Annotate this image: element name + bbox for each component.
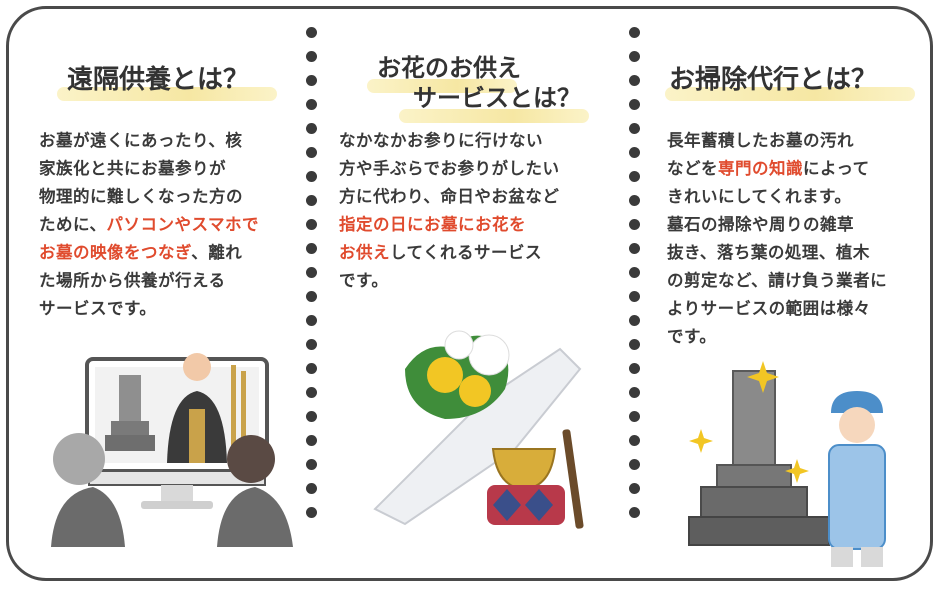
body-line: 方に代わり、命日やお盆など xyxy=(339,187,560,206)
body-line: サービスです。 xyxy=(39,299,157,318)
section-title: お掃除代行とは？ xyxy=(669,65,878,95)
body-line: よりサービスの範囲は様々 xyxy=(667,299,871,318)
flower-illustration xyxy=(373,330,584,529)
family-icon xyxy=(51,433,293,547)
highlight-text: 指定の日にお墓にお花を xyxy=(339,215,526,234)
column-divider xyxy=(628,27,642,531)
highlight-text: 専門の知識 xyxy=(718,159,803,178)
section-title: 遠隔供養とは？ xyxy=(67,65,250,95)
section-body: 長年蓄積したお墓の汚れ などを専門の知識によって きれいにしてくれます。 墓石の… xyxy=(667,127,929,351)
column-divider xyxy=(305,27,319,531)
section-body: なかなかお参りに行けない 方や手ぶらでお参りがしたい 方に代わり、命日やお盆など… xyxy=(339,127,629,295)
body-line: 墓石の掃除や周りの雑草 xyxy=(667,215,854,234)
body-line: お供えしてくれるサービス xyxy=(339,243,543,262)
body-line: た場所から供養が行える xyxy=(39,271,226,290)
body-line: 長年蓄積したお墓の汚れ xyxy=(667,131,854,150)
cleaning-illustration xyxy=(688,361,886,567)
body-line: なかなかお参りに行けない xyxy=(339,131,543,150)
body-line: 方や手ぶらでお参りがしたい xyxy=(339,159,560,178)
singing-bowl-icon xyxy=(487,429,584,529)
cleaning-worker-icon xyxy=(828,391,886,567)
bouquet-icon xyxy=(373,330,582,526)
info-card: 遠隔供養とは？ お墓が遠くにあったり、核 家族化と共にお墓参りが 物理的に難しく… xyxy=(6,6,933,581)
section-remote-memorial: 遠隔供養とは？ お墓が遠くにあったり、核 家族化と共にお墓参りが 物理的に難しく… xyxy=(9,9,309,584)
section-title: お花のお供え xyxy=(377,54,521,82)
highlight-text: お墓の映像をつなぎ xyxy=(39,243,192,262)
monk-icon xyxy=(167,353,246,463)
body-line: 家族化と共にお墓参りが xyxy=(39,159,226,178)
body-line: です。 xyxy=(667,327,717,346)
gravestone-icon xyxy=(105,375,155,451)
section-body: お墓が遠くにあったり、核 家族化と共にお墓参りが 物理的に難しくなった方の ため… xyxy=(39,127,309,323)
body-line: などを専門の知識によって xyxy=(667,159,870,178)
highlight-text: お供え xyxy=(339,243,390,262)
body-line: です。 xyxy=(339,271,389,290)
section-flower-offering: お花のお供え サービスとは？ なかなかお参りに行けない 方や手ぶらでお参りがした… xyxy=(309,9,629,584)
body-line: 指定の日にお墓にお花を xyxy=(339,211,629,239)
remote-memorial-illustration xyxy=(51,353,293,547)
body-line: お墓が遠くにあったり、核 xyxy=(39,131,243,150)
body-line: 抜き、落ち葉の処理、植木 xyxy=(667,243,870,262)
body-line: お墓の映像をつなぎ、離れ xyxy=(39,243,243,262)
gravestone-icon xyxy=(688,370,830,546)
body-line: きれいにしてくれます。 xyxy=(667,187,852,206)
body-line: の剪定など、請け負う業者に xyxy=(667,271,888,290)
title-highlight xyxy=(57,87,277,101)
section-cleaning-service: お掃除代行とは？ 長年蓄積したお墓の汚れ などを専門の知識によって きれいにして… xyxy=(629,9,936,584)
highlight-text: パソコンやスマホで xyxy=(106,215,260,234)
body-line: ために、パソコンやスマホで xyxy=(39,215,260,234)
title-highlight xyxy=(665,87,915,101)
section-title: サービスとは？ xyxy=(413,84,581,112)
title-highlight xyxy=(367,79,517,93)
body-line: 物理的に難しくなった方の xyxy=(39,187,243,206)
title-highlight xyxy=(399,109,589,123)
sparkle-icon xyxy=(689,361,809,483)
